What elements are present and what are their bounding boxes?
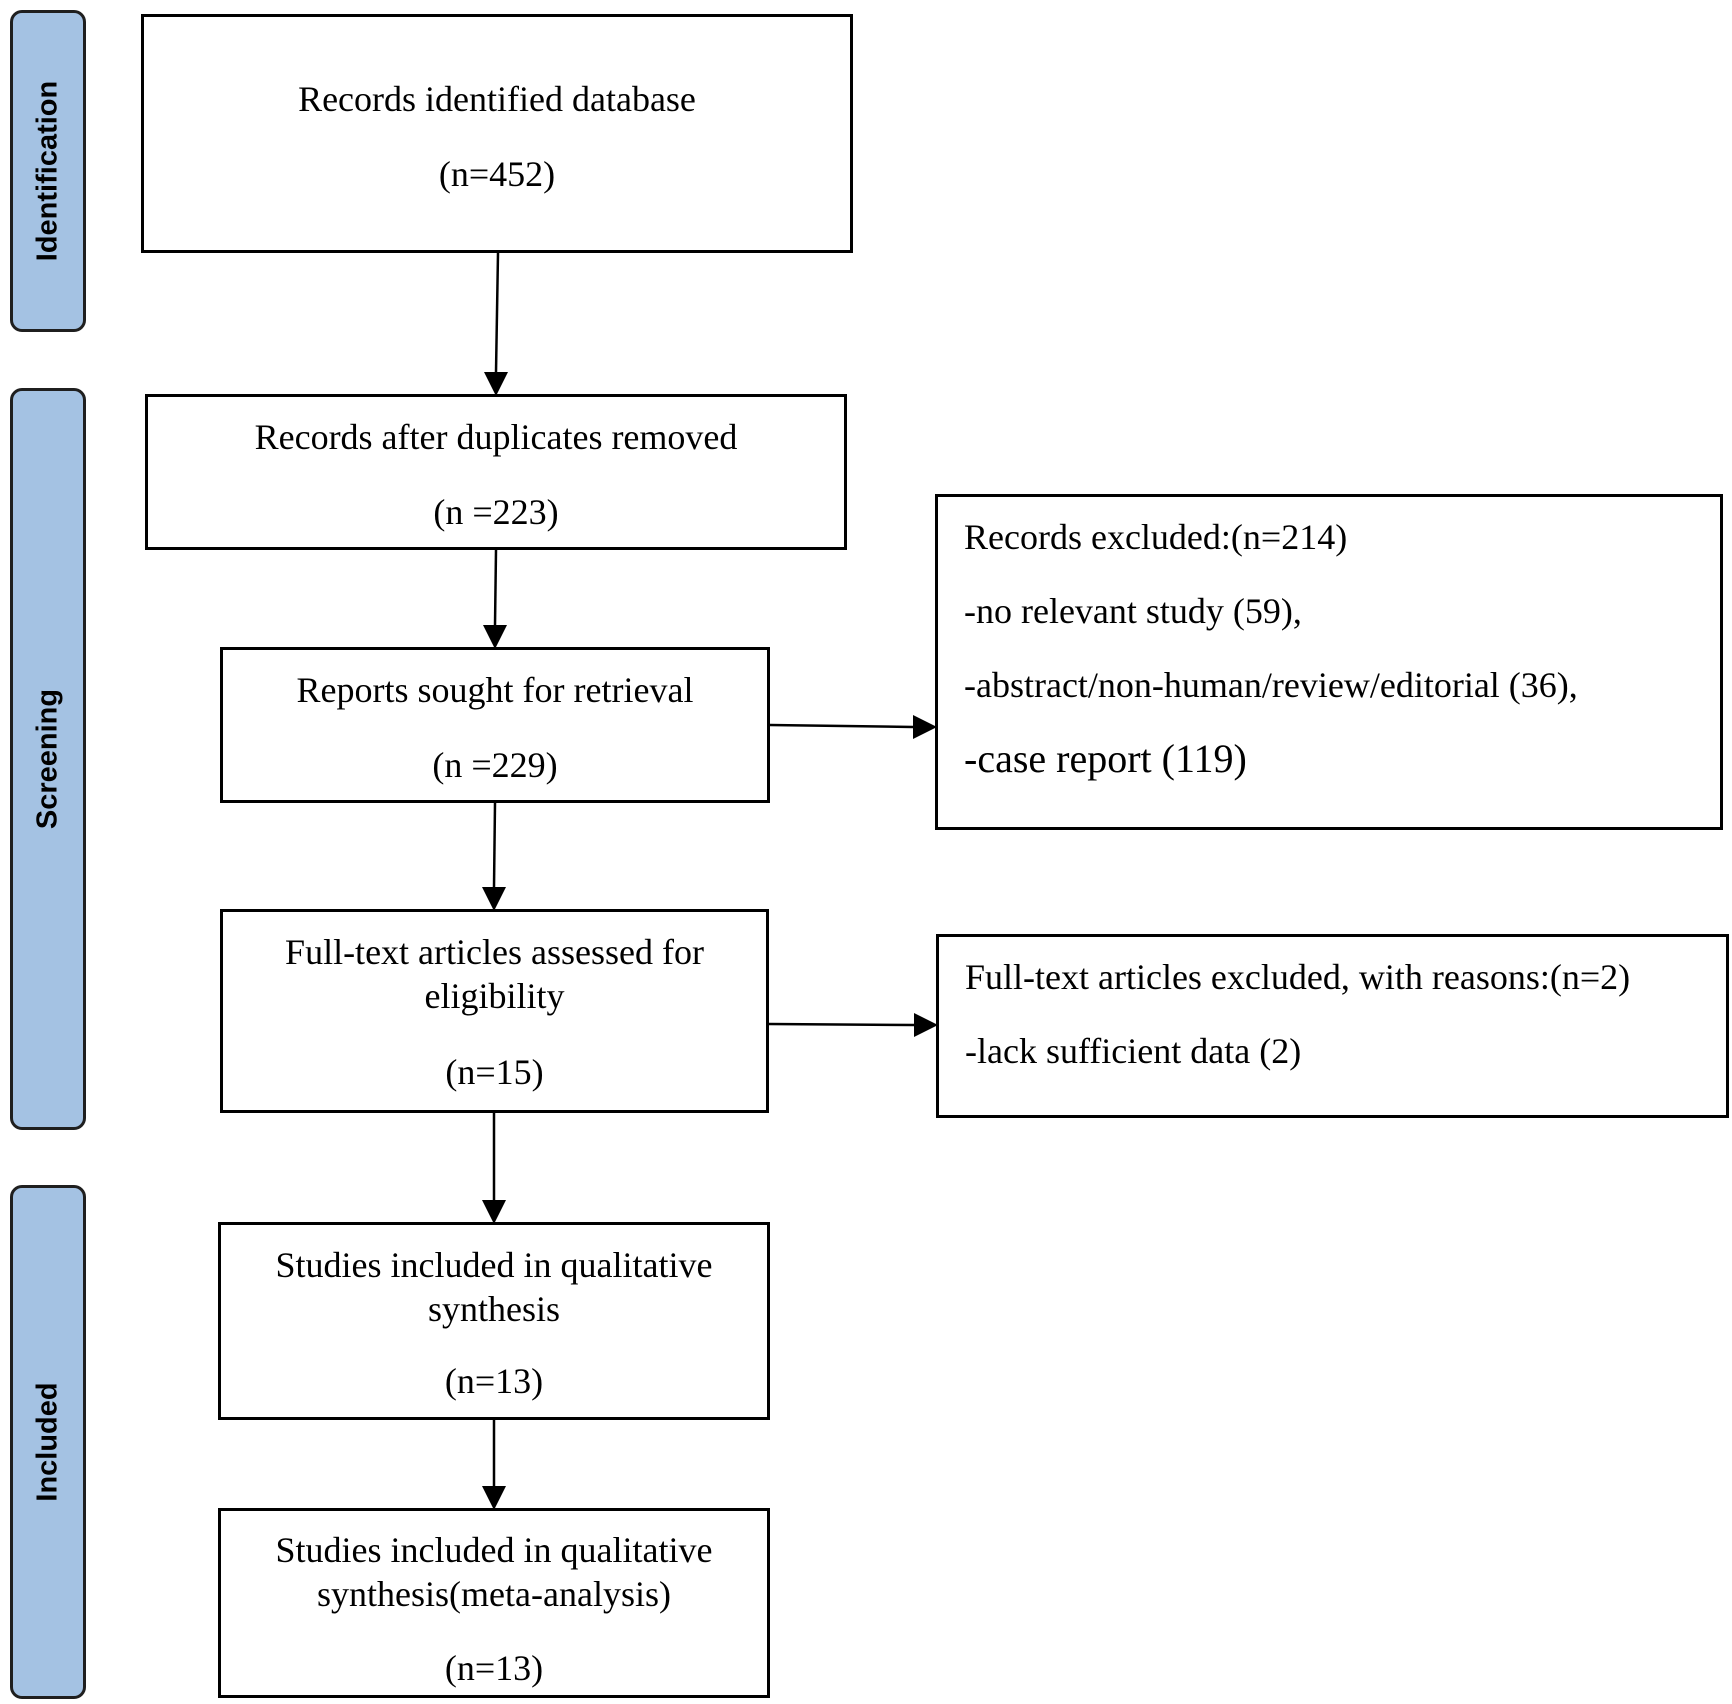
box-duplicates-removed-count: (n =223)	[433, 492, 559, 532]
phase-identification: Identification	[10, 10, 86, 332]
box-reports-sought: Reports sought for retrieval (n =229)	[220, 647, 770, 803]
box-full-text-excluded: Full-text articles excluded, with reason…	[936, 934, 1729, 1118]
arrowhead-right	[914, 1013, 938, 1037]
arrow-sought-to-records-excluded	[769, 723, 914, 729]
phase-screening: Screening	[10, 388, 86, 1130]
arrowhead-right	[913, 715, 937, 739]
box-records-identified-count: (n=452)	[438, 154, 556, 194]
arrow-assessed-to-full-text-excluded	[768, 1022, 915, 1027]
arrow-sought-to-assessed	[492, 802, 497, 888]
phase-included: Included	[10, 1185, 86, 1699]
arrow-duplicates-to-sought	[493, 549, 498, 626]
arrowhead-down	[482, 887, 506, 911]
arrowhead-down	[484, 372, 508, 396]
box-duplicates-removed-text: Records after duplicates removed	[254, 417, 738, 457]
full-text-excluded-title: Full-text articles excluded, with reason…	[965, 957, 1631, 997]
box-full-text-assessed: Full-text articles assessed for eligibil…	[220, 909, 769, 1113]
records-excluded-reason: -case report (119)	[964, 736, 1247, 781]
box-meta-analysis-count: (n=13)	[444, 1648, 544, 1688]
box-duplicates-removed: Records after duplicates removed (n =223…	[145, 394, 847, 550]
arrowhead-down	[482, 1486, 506, 1510]
box-meta-analysis: Studies included in qualitative synthesi…	[218, 1508, 770, 1698]
arrowhead-down	[482, 1200, 506, 1224]
box-records-identified: Records identified database (n=452)	[141, 14, 853, 253]
box-qualitative-synthesis: Studies included in qualitative synthesi…	[218, 1222, 770, 1420]
box-records-excluded: Records excluded:(n=214) -no relevant st…	[935, 494, 1723, 830]
box-qualitative-synthesis-text: Studies included in qualitative synthesi…	[275, 1245, 713, 1329]
records-excluded-reason: -no relevant study (59),	[964, 591, 1302, 631]
box-meta-analysis-text: Studies included in qualitative synthesi…	[275, 1530, 713, 1614]
box-full-text-assessed-count: (n=15)	[445, 1052, 544, 1092]
arrow-identified-to-duplicates	[494, 252, 500, 373]
box-qualitative-synthesis-count: (n=13)	[444, 1361, 544, 1401]
box-records-identified-text: Records identified database	[298, 79, 696, 119]
box-reports-sought-text: Reports sought for retrieval	[296, 670, 694, 710]
arrowhead-down	[483, 625, 507, 649]
records-excluded-reason: -abstract/non-human/review/editorial (36…	[964, 665, 1578, 705]
full-text-excluded-reason: -lack sufficient data (2)	[965, 1031, 1302, 1071]
box-full-text-assessed-text: Full-text articles assessed for eligibil…	[285, 932, 704, 1016]
box-reports-sought-count: (n =229)	[432, 745, 558, 785]
records-excluded-title: Records excluded:(n=214)	[964, 517, 1348, 557]
